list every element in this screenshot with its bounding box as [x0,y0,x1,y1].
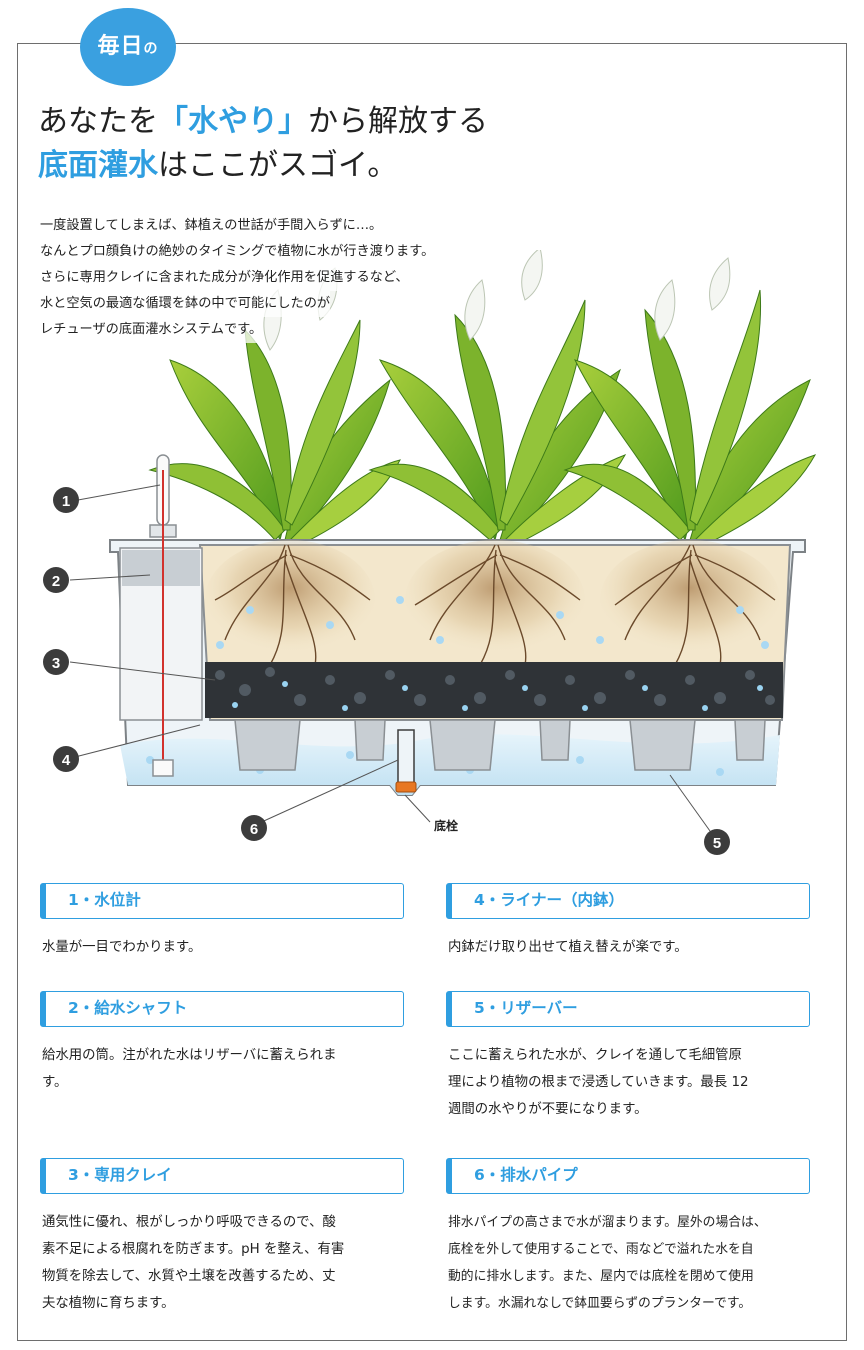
section-text: ここに蓄えられた水が、クレイを通して毛細管原 理により植物の根まで浸透していきま… [446,1042,810,1123]
callout-2: 2 [43,567,69,593]
callout-5: 5 [704,829,730,855]
intro-line: 水と空気の最適な循環を鉢の中で可能にしたのが [40,291,331,317]
section-title: 2・給水シャフト [40,991,404,1027]
headline-line-2: 底面灌水はここがスゴイ。 [38,144,488,188]
text: 6 [250,821,258,838]
text: します。水漏れなしで鉢皿要らずのプランターです。 [448,1296,752,1311]
text: 排水パイプの高さまで水が溜まります。屋外の場合は、 [448,1215,767,1230]
text: 通気性に優れ、根がしっかり呼吸できるので、酸 [42,1215,336,1230]
feature-reservoir: 5・リザーバー ここに蓄えられた水が、クレイを通して毛細管原 理により植物の根ま… [446,991,810,1123]
water-shaft [119,547,203,721]
headline-text: あなたを [38,104,158,139]
text: 素不足による根腐れを防ぎます。pH を整え、有害 [42,1242,345,1257]
feature-drain-pipe: 6・排水パイプ 排水パイプの高さまで水が溜まります。屋外の場合は、 底栓を外して… [446,1158,810,1317]
water-level-gauge [149,454,177,777]
headline-highlight-bottom-irrigation: 底面灌水 [38,148,158,183]
headline-quote-open: 「 [158,104,188,139]
callout-6: 6 [241,815,267,841]
feature-liner: 4・ライナー（内鉢） 内鉢だけ取り出せて植え替えが楽です。 [446,883,810,961]
section-text: 通気性に優れ、根がしっかり呼吸できるので、酸 素不足による根腐れを防ぎます。pH… [40,1209,404,1317]
headline-highlight-watering: 水やり [188,104,278,139]
headline-text: から解放する [308,104,488,139]
text: 水量が一目でわかります。 [42,940,202,955]
callout-1: 1 [53,487,79,513]
liner-feet [234,719,766,771]
text: す。 [42,1075,68,1090]
drain-plug [395,781,417,793]
feature-clay: 3・専用クレイ 通気性に優れ、根がしっかり呼吸できるので、酸 素不足による根腐れ… [40,1158,404,1317]
roots [205,540,780,666]
intro-paragraph: 一度設置してしまえば、鉢植えの世話が手間入らずに…。 なんとプロ顔負けの絶妙のタ… [40,213,435,343]
section-text: 排水パイプの高さまで水が溜まります。屋外の場合は、 底栓を外して使用することで、… [446,1209,810,1317]
headline-text: はここがスゴイ。 [158,148,398,183]
text: 2 [52,573,60,590]
badge-sub-text: の [143,41,159,57]
text: 底栓を外して使用することで、雨などで溢れた水を自 [448,1242,754,1257]
section-title: 4・ライナー（内鉢） [446,883,810,919]
section-text: 内鉢だけ取り出せて植え替えが楽です。 [446,934,810,961]
plant-left [148,267,401,546]
callout-4: 4 [53,746,79,772]
plant-right [563,257,817,546]
section-text: 水量が一目でわかります。 [40,934,404,961]
text: 動的に排水します。また、屋内では底栓を閉めて使用 [448,1269,754,1284]
section-title: 1・水位計 [40,883,404,919]
intro-line: なんとプロ顔負けの絶妙のタイミングで植物に水が行き渡ります。 [40,239,435,265]
feature-water-level-gauge: 1・水位計 水量が一目でわかります。 [40,883,404,961]
plant-foliage [148,250,817,546]
text: 4 [62,752,71,769]
planter-cross-section-illustration: 1 2 3 4 5 6 底栓 [43,250,817,855]
drain-pipe [395,729,417,793]
section-title: 6・排水パイプ [446,1158,810,1194]
water-droplets [146,596,769,776]
callout-3: 3 [43,649,69,675]
section-title: 3・専用クレイ [40,1158,404,1194]
clay-layer [205,662,783,718]
text: 物質を除去して、水質や土壌を改善するため、丈 [42,1269,336,1284]
text: ここに蓄えられた水が、クレイを通して毛細管原 [448,1048,742,1063]
intro-line: レチューザの底面灌水システムです。 [40,317,263,343]
text: 給水用の筒。注がれた水はリザーバに蓄えられま [42,1048,337,1063]
callout-lines [69,484,716,839]
section-text: 給水用の筒。注がれた水はリザーバに蓄えられま す。 [40,1042,404,1096]
headline: あなたを「水やり」から解放する 底面灌水はここがスゴイ。 [38,100,488,188]
section-title: 5・リザーバー [446,991,810,1027]
daily-badge: 毎日の [80,8,176,86]
intro-line: さらに専用クレイに含まれた成分が浄化作用を促進するなど、 [40,265,409,291]
text: 週間の水やりが不要になります。 [448,1102,648,1117]
text: 理により植物の根まで浸透していきます。最長 12 [448,1075,749,1090]
text: 1 [62,493,70,510]
headline-line-1: あなたを「水やり」から解放する [38,100,488,144]
text: 内鉢だけ取り出せて植え替えが楽です。 [448,940,688,955]
feature-water-shaft: 2・給水シャフト 給水用の筒。注がれた水はリザーバに蓄えられま す。 [40,991,404,1096]
text: 夫な植物に育ちます。 [42,1296,175,1311]
text: 5 [713,835,721,852]
badge-main-text: 毎日 [97,34,144,59]
callout-markers: 1 2 3 4 5 6 [43,487,730,855]
intro-line: 一度設置してしまえば、鉢植えの世話が手間入らずに…。 [40,213,383,239]
text: 3 [52,655,60,672]
headline-quote-close: 」 [278,104,308,139]
drain-plug-label: 底栓 [434,818,458,833]
